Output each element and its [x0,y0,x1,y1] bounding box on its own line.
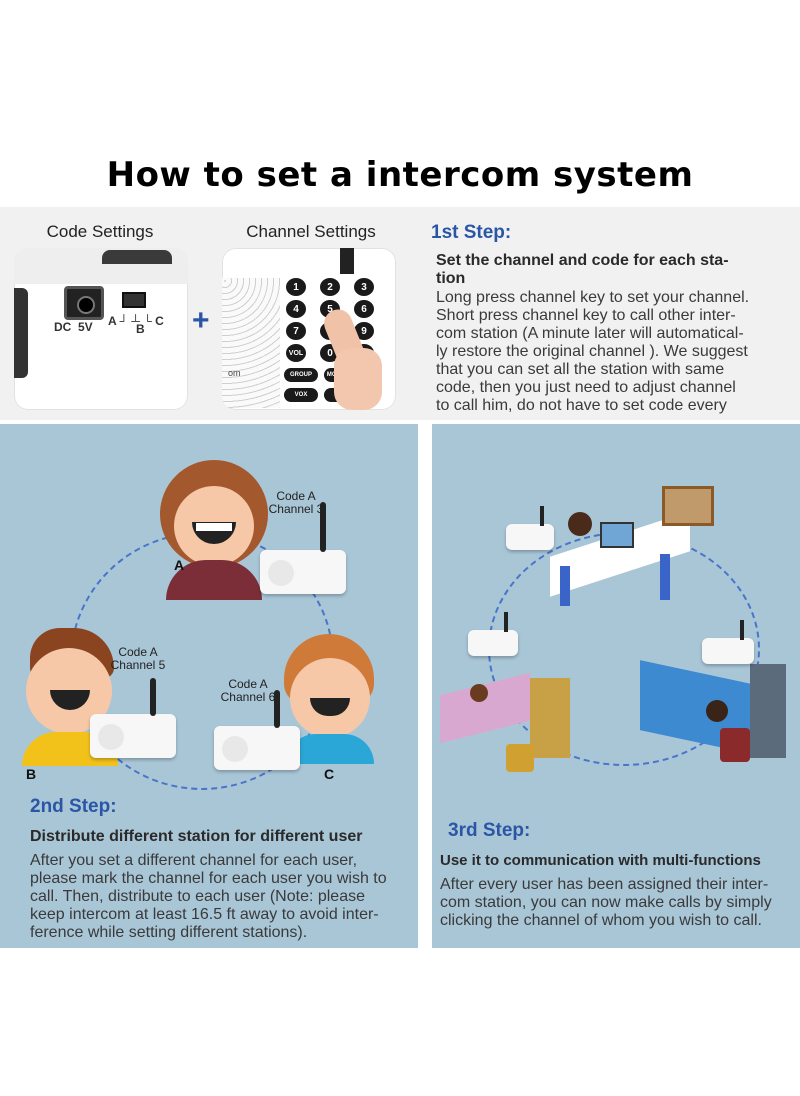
keypad-button: VOX [284,388,318,402]
board-icon [662,486,714,526]
speaker-grille [222,278,280,408]
step1-subtitle: Set the channel and code for each sta- t… [436,252,729,287]
user-a-channel: Channel 3 [268,502,324,516]
plus-icon: + [192,304,210,337]
user-a-avatar [160,460,272,600]
dc-jack-icon [64,286,104,320]
step2-subtitle: Distribute different station for differe… [30,828,363,845]
keypad-key: 2 [320,278,340,296]
user-b-code: Code A [118,645,158,659]
user-c-letter: C [324,766,335,782]
office-scene-top [550,486,714,606]
brand-text: om [228,368,241,378]
side-panel [14,288,28,378]
keypad: 123456789VOL0CLGROUPMONITORVOXC [284,278,392,406]
office-scene-left [440,654,570,774]
step3-body: After every user has been assigned their… [440,876,772,929]
chair-icon [506,744,534,772]
step2-panel: A Code A Channel 3 B Code A Channel 5 C … [0,424,418,948]
page-title: How to set a intercom system [106,155,694,195]
code-switch-icon [122,292,146,308]
hand-icon [334,348,382,410]
dc-5v-label: DC 5V [54,320,93,334]
keypad-key: 9 [354,322,374,340]
worker-icon [568,512,592,536]
step2-body: After you set a different channel for ea… [30,852,387,941]
antenna-base [102,250,172,264]
step2-title: 2nd Step: [30,796,117,817]
user-c-channel: Channel 6 [220,690,276,704]
step3-panel: 3rd Step: Use it to communication with m… [432,424,800,948]
keypad-button: GROUP [284,368,318,382]
step1-body: Long press channel key to set your chann… [436,289,750,414]
keypad-key: 4 [286,300,306,318]
code-settings-photo: DC 5V A ┘ ┴ └ C B [14,248,188,410]
keypad-key: 1 [286,278,306,296]
keypad-key: 7 [286,322,306,340]
station-left-icon [468,612,518,656]
b-label: B [136,322,145,336]
keypad-key: 3 [354,278,374,296]
abc-switch-label: A ┘ ┴ └ C [108,314,164,328]
user-b-letter: B [26,766,37,782]
station-top-icon [506,506,554,550]
user-a-letter: A [174,557,185,573]
keypad-key: VOL [286,344,306,362]
worker-icon [706,700,728,722]
worker-icon [470,684,488,702]
user-c-code: Code A [228,677,268,691]
keypad-key: 6 [354,300,374,318]
user-a-code: Code A [276,489,316,503]
channel-settings-photo: om 123456789VOL0CLGROUPMONITORVOXC [222,248,396,410]
cabinet-icon [530,678,570,758]
channel-settings-label: Channel Settings [246,222,376,241]
station-b-icon [90,678,176,758]
step3-subtitle: Use it to communication with multi-funct… [440,852,761,869]
station-c-icon [214,690,300,770]
step3-title: 3rd Step: [448,820,531,841]
shelf-icon [750,664,786,758]
monitor-icon [600,522,634,548]
chair-icon [720,728,750,762]
user-b-channel: Channel 5 [110,658,166,672]
station-a-icon [260,502,346,594]
office-scene-right [640,654,790,774]
step1-title: 1st Step: [431,222,512,243]
user-c-avatar [284,634,376,764]
antenna-icon [340,248,354,274]
station-right-icon [702,620,754,664]
code-settings-label: Code Settings [46,222,154,241]
